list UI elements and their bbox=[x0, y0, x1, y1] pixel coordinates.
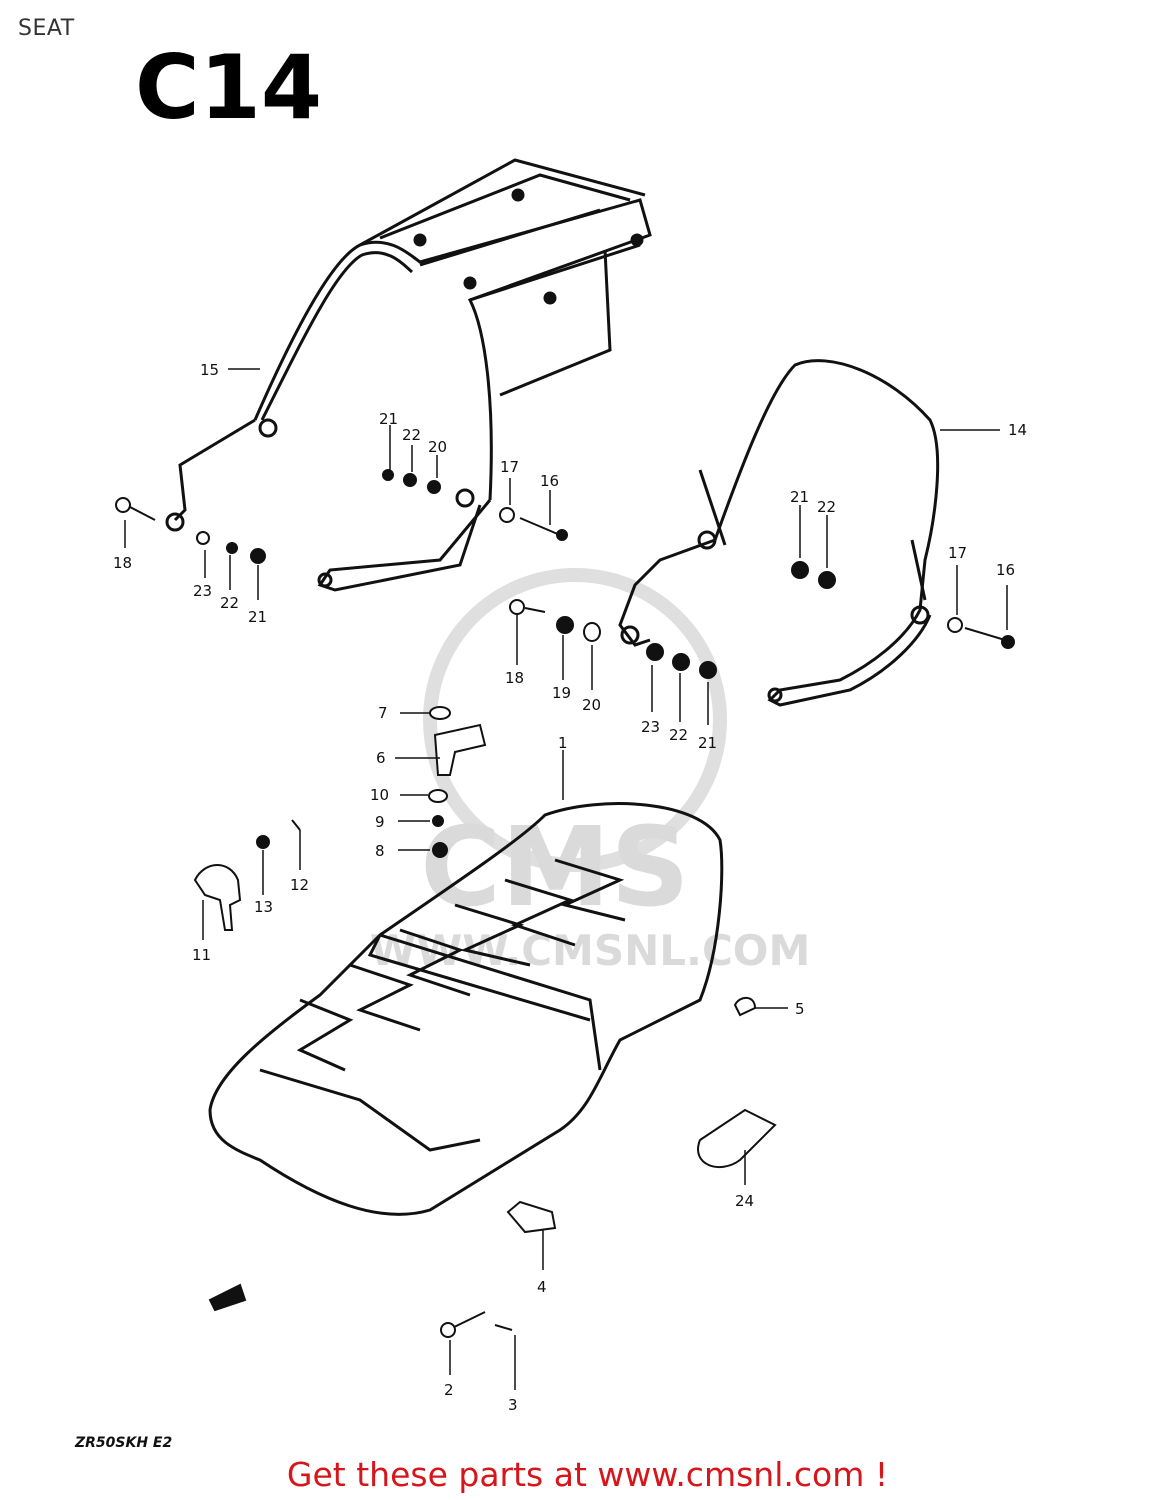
callout-21: 21 bbox=[790, 488, 809, 506]
watermark-url: WWW.CMSNL.COM bbox=[370, 926, 811, 975]
callout-11: 11 bbox=[192, 946, 211, 964]
callout-15: 15 bbox=[200, 361, 219, 379]
callout-2: 2 bbox=[444, 1381, 454, 1399]
seat bbox=[208, 802, 724, 1216]
callout-8: 8 bbox=[375, 842, 385, 860]
callout-22: 22 bbox=[669, 726, 688, 744]
small-parts bbox=[115, 469, 1015, 1338]
callout-22: 22 bbox=[817, 498, 836, 516]
callout-21: 21 bbox=[248, 608, 267, 626]
callout-9: 9 bbox=[375, 813, 385, 831]
callout-22: 22 bbox=[402, 426, 421, 444]
callout-24: 24 bbox=[735, 1192, 754, 1210]
callout-16: 16 bbox=[540, 472, 559, 490]
callout-7: 7 bbox=[378, 704, 388, 722]
callout-1: 1 bbox=[558, 734, 568, 752]
callout-10: 10 bbox=[370, 786, 389, 804]
callout-14: 14 bbox=[1008, 421, 1027, 439]
callout-labels: 15 14 21 22 20 17 16 18 23 22 21 21 22 1… bbox=[113, 361, 1027, 1414]
diagram-code: C14 bbox=[135, 36, 322, 139]
callout-12: 12 bbox=[290, 876, 309, 894]
footer-link[interactable]: Get these parts at www.cmsnl.com ! bbox=[286, 1455, 889, 1494]
callout-18: 18 bbox=[113, 554, 132, 572]
callout-18: 18 bbox=[505, 669, 524, 687]
callout-17: 17 bbox=[500, 458, 519, 476]
callout-21: 21 bbox=[379, 410, 398, 428]
callout-21: 21 bbox=[698, 734, 717, 752]
page-title: SEAT bbox=[18, 16, 75, 41]
callout-19: 19 bbox=[552, 684, 571, 702]
callout-20: 20 bbox=[428, 438, 447, 456]
callout-17: 17 bbox=[948, 544, 967, 562]
callout-5: 5 bbox=[795, 1000, 805, 1018]
luggage-rack bbox=[165, 158, 652, 592]
grab-rail bbox=[618, 359, 940, 707]
callout-3: 3 bbox=[508, 1396, 518, 1414]
callout-23: 23 bbox=[641, 718, 660, 736]
callout-13: 13 bbox=[254, 898, 273, 916]
leader-lines bbox=[124, 368, 1008, 1390]
callout-23: 23 bbox=[193, 582, 212, 600]
callout-16: 16 bbox=[996, 561, 1015, 579]
callout-4: 4 bbox=[537, 1278, 547, 1296]
watermark-logo: CMS bbox=[420, 803, 689, 931]
callout-6: 6 bbox=[376, 749, 386, 767]
callout-22: 22 bbox=[220, 594, 239, 612]
model-code: ZR50SKH E2 bbox=[74, 1435, 172, 1451]
callout-20: 20 bbox=[582, 696, 601, 714]
